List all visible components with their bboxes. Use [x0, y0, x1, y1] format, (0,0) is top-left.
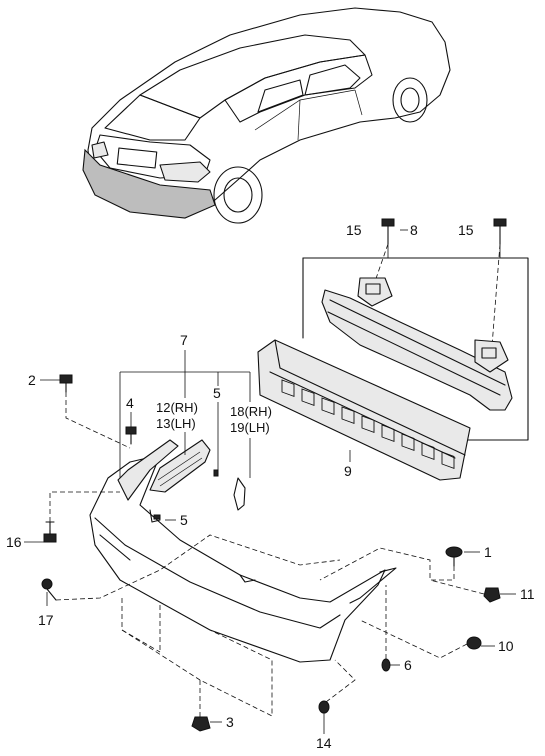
absorber-cell	[381, 424, 395, 442]
callout-5b: 5	[180, 512, 188, 528]
screw-14-icon	[318, 700, 330, 714]
callout-18: 18(RH)	[230, 404, 272, 419]
sedan-rear-view-icon	[82, 7, 451, 224]
callout-19: 19(LH)	[230, 420, 270, 435]
callout-4: 4	[126, 395, 134, 411]
absorber-cell	[401, 433, 415, 451]
nut-3-icon	[191, 716, 211, 732]
screw-2-icon	[59, 374, 73, 393]
absorber-cell	[361, 415, 375, 433]
bumper-side-bracket-icon	[117, 439, 211, 501]
callout-15b: 15	[458, 222, 474, 238]
callout-12: 12(RH)	[156, 400, 198, 415]
callout-8: 8	[410, 222, 418, 238]
callout-2: 2	[28, 372, 36, 388]
callout-13: 13(LH)	[156, 416, 196, 431]
clip-1-icon	[445, 546, 463, 567]
callout-9: 9	[344, 463, 352, 479]
callout-6: 6	[404, 657, 412, 673]
clip-11-icon	[483, 587, 501, 603]
leader-lines	[24, 229, 516, 734]
callout-14: 14	[316, 735, 332, 751]
callout-7: 7	[180, 332, 188, 348]
rear-bumper-cover-icon	[89, 454, 397, 663]
bolt-15-right-icon	[491, 218, 507, 347]
grommet-4-icon	[125, 426, 137, 445]
absorber-cell	[421, 442, 435, 460]
callout-15a: 15	[346, 222, 362, 238]
callout-11: 11	[520, 586, 535, 602]
bolt-16-icon	[43, 521, 57, 543]
callout-1: 1	[484, 544, 492, 560]
absorber-cell	[341, 406, 355, 424]
callout-5a: 5	[213, 385, 221, 401]
callout-3: 3	[226, 714, 234, 730]
callout-16: 16	[6, 534, 22, 550]
clip-5-icon	[153, 469, 219, 520]
callout-17: 17	[38, 612, 54, 628]
absorber-cell	[321, 397, 335, 415]
absorber-cell	[301, 388, 315, 406]
absorber-cell	[441, 451, 455, 469]
clip-10-icon	[466, 636, 482, 650]
screw-17-icon	[41, 578, 57, 601]
bumper-reinforcement-beam-icon	[321, 277, 513, 411]
callout-10: 10	[498, 638, 514, 654]
absorber-cell	[281, 379, 295, 397]
energy-absorber-icon	[257, 339, 471, 481]
bracket-18-19-icon	[233, 477, 246, 511]
clip-6-icon	[381, 658, 391, 672]
